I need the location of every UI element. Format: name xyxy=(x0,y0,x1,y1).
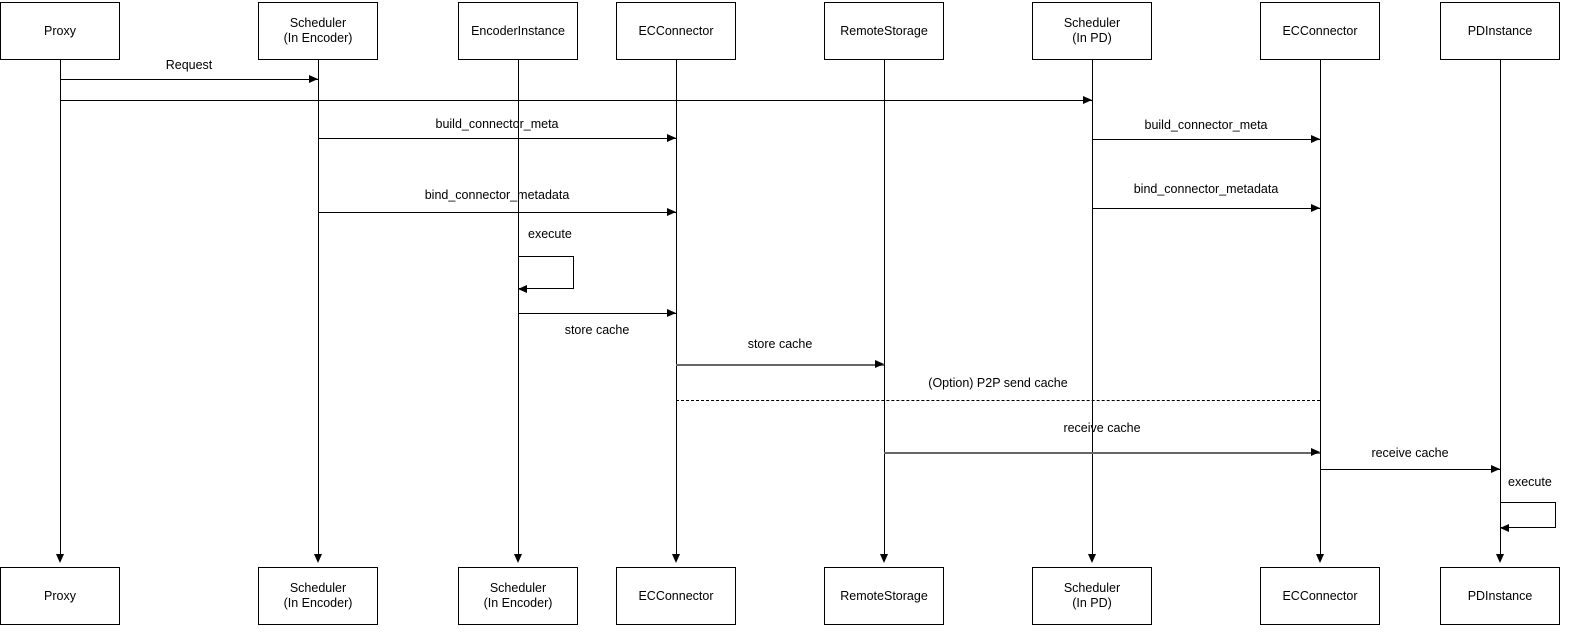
actor-label-primary: Proxy xyxy=(44,588,76,603)
actor-label-primary: PDInstance xyxy=(1467,23,1533,38)
message-label-m1: Request xyxy=(165,58,213,72)
actor-footer-remote_b[interactable]: RemoteStorage xyxy=(824,567,944,625)
actor-label-primary: RemoteStorage xyxy=(840,588,928,603)
actor-label-primary: Proxy xyxy=(44,23,76,38)
actor-label-secondary: (In Encoder) xyxy=(283,31,353,45)
message-arrowhead-m4 xyxy=(1311,135,1320,143)
actor-header-ecc_enc[interactable]: ECConnector xyxy=(616,2,736,60)
message-label-m3: build_connector_meta xyxy=(435,117,559,131)
message-line-m8 xyxy=(676,364,884,366)
lifeline-sched_pd xyxy=(1092,60,1093,555)
message-line-m9 xyxy=(676,400,1320,401)
actor-header-encoder_inst[interactable]: EncoderInstance xyxy=(458,2,578,60)
message-line-m10 xyxy=(884,452,1320,454)
actor-label-secondary: (In Encoder) xyxy=(483,596,553,610)
message-arrowhead-m11 xyxy=(1491,465,1500,473)
actor-footer-pd_inst_b[interactable]: PDInstance xyxy=(1440,567,1560,625)
actor-label-primary: Scheduler xyxy=(289,16,347,30)
actor-footer-ecc_enc_b[interactable]: ECConnector xyxy=(616,567,736,625)
lifeline-ecc_pd xyxy=(1320,60,1321,555)
self-message-arrowhead-s2 xyxy=(1500,524,1509,532)
actor-header-remote[interactable]: RemoteStorage xyxy=(824,2,944,60)
actor-label-primary: RemoteStorage xyxy=(840,23,928,38)
actor-label-primary: ECConnector xyxy=(638,23,714,38)
actor-label-primary: Scheduler xyxy=(1063,16,1121,30)
lifeline-end-arrow-encoder_inst xyxy=(514,554,522,563)
actor-footer-sched_pd_b[interactable]: Scheduler(In PD) xyxy=(1032,567,1152,625)
actor-header-sched_pd[interactable]: Scheduler(In PD) xyxy=(1032,2,1152,60)
actor-label-primary: Scheduler xyxy=(1063,581,1121,595)
message-arrowhead-m10 xyxy=(1311,448,1320,456)
actor-label-primary: Scheduler xyxy=(489,581,547,595)
self-message-loop-s1 xyxy=(518,256,574,289)
lifeline-proxy xyxy=(60,60,61,555)
message-line-m2 xyxy=(60,100,1092,101)
message-arrowhead-m5 xyxy=(667,208,676,216)
message-arrowhead-m2 xyxy=(1083,96,1092,104)
lifeline-encoder_inst xyxy=(518,60,519,555)
message-arrowhead-m6 xyxy=(1311,204,1320,212)
actor-label-primary: ECConnector xyxy=(1282,588,1358,603)
actor-label-primary: Scheduler xyxy=(289,581,347,595)
lifeline-ecc_enc xyxy=(676,60,677,555)
message-label-m10: receive cache xyxy=(1063,421,1141,435)
actor-label-secondary: (In PD) xyxy=(1072,31,1112,45)
message-line-m3 xyxy=(318,138,676,139)
message-arrowhead-m7 xyxy=(667,309,676,317)
lifeline-end-arrow-proxy xyxy=(56,554,64,563)
self-message-label-s1: execute xyxy=(528,227,572,241)
lifeline-remote xyxy=(884,60,885,555)
message-label-m7: store cache xyxy=(564,323,630,337)
message-line-m7 xyxy=(518,313,676,314)
lifeline-end-arrow-sched_enc xyxy=(314,554,322,563)
message-line-m4 xyxy=(1092,139,1320,140)
actor-header-sched_enc[interactable]: Scheduler(In Encoder) xyxy=(258,2,378,60)
actor-header-pd_inst[interactable]: PDInstance xyxy=(1440,2,1560,60)
message-arrowhead-m1 xyxy=(309,75,318,83)
message-label-m4: build_connector_meta xyxy=(1144,118,1268,132)
lifeline-end-arrow-sched_pd xyxy=(1088,554,1096,563)
actor-footer-sched_enc_b[interactable]: Scheduler(In Encoder) xyxy=(258,567,378,625)
message-arrowhead-m3 xyxy=(667,134,676,142)
message-arrowhead-m8 xyxy=(875,360,884,368)
lifeline-end-arrow-ecc_enc xyxy=(672,554,680,563)
actor-footer-proxy_b[interactable]: Proxy xyxy=(0,567,120,625)
actor-label-primary: EncoderInstance xyxy=(471,23,565,38)
actor-label-primary: PDInstance xyxy=(1467,588,1533,603)
actor-header-proxy[interactable]: Proxy xyxy=(0,2,120,60)
message-line-m1 xyxy=(60,79,318,80)
actor-header-ecc_pd[interactable]: ECConnector xyxy=(1260,2,1380,60)
lifeline-end-arrow-remote xyxy=(880,554,888,563)
actor-label-secondary: (In PD) xyxy=(1072,596,1112,610)
actor-footer-ecc_pd_b[interactable]: ECConnector xyxy=(1260,567,1380,625)
self-message-loop-s2 xyxy=(1500,502,1556,528)
message-label-m5: bind_connector_metadata xyxy=(424,188,570,202)
actor-label-primary: ECConnector xyxy=(638,588,714,603)
lifeline-sched_enc xyxy=(318,60,319,555)
self-message-arrowhead-s1 xyxy=(518,285,527,293)
message-label-m8: store cache xyxy=(747,337,813,351)
lifeline-pd_inst xyxy=(1500,60,1501,555)
message-line-m5 xyxy=(318,212,676,213)
actor-label-primary: ECConnector xyxy=(1282,23,1358,38)
message-label-m9: (Option) P2P send cache xyxy=(928,376,1068,390)
message-label-m11: receive cache xyxy=(1371,446,1449,460)
message-line-m11 xyxy=(1320,469,1500,470)
actor-label-secondary: (In Encoder) xyxy=(283,596,353,610)
actor-footer-encoder_inst_b[interactable]: Scheduler(In Encoder) xyxy=(458,567,578,625)
lifeline-end-arrow-ecc_pd xyxy=(1316,554,1324,563)
lifeline-end-arrow-pd_inst xyxy=(1496,554,1504,563)
self-message-label-s2: execute xyxy=(1508,475,1552,489)
message-line-m6 xyxy=(1092,208,1320,209)
message-label-m6: bind_connector_metadata xyxy=(1133,182,1279,196)
